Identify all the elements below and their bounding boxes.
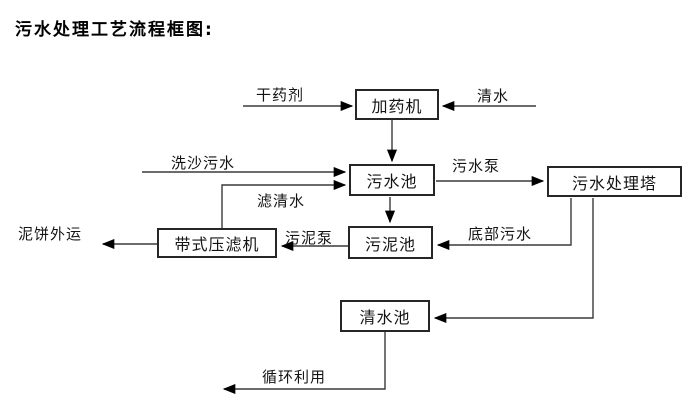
label-bottom-sewage: 底部污水 xyxy=(468,225,533,243)
diagram-title: 污水处理工艺流程框图: xyxy=(15,20,214,40)
label-filtered-water: 滤清水 xyxy=(257,192,306,210)
node-clean-water-pool: 清水池 xyxy=(340,300,430,332)
node-dosing-machine: 加药机 xyxy=(355,89,439,120)
arrow-filtered-water-to-sewage-pool xyxy=(222,179,347,228)
node-sewage-treatment-tower: 污水处理塔 xyxy=(547,166,682,197)
arrow-tower-to-sludge-pool xyxy=(436,198,571,251)
node-sludge-pool: 污泥池 xyxy=(348,226,433,259)
label-sewage-pump: 污水泵 xyxy=(452,157,501,175)
label-sand-washing-sewage: 洗沙污水 xyxy=(171,154,236,172)
label-sludge-pump: 污泥泵 xyxy=(285,229,334,247)
label-dry-agent: 干药剂 xyxy=(256,86,305,104)
node-sewage-pool: 污水池 xyxy=(349,164,435,196)
node-belt-filter-press: 带式压滤机 xyxy=(157,228,277,258)
label-recycle-use: 循环利用 xyxy=(262,368,327,386)
label-mud-cake-transport: 泥饼外运 xyxy=(18,225,83,243)
arrow-tower-to-clean-pool xyxy=(433,198,593,324)
label-clean-water: 清水 xyxy=(477,87,510,105)
arrow-clean-pool-to-recycle xyxy=(222,332,385,395)
